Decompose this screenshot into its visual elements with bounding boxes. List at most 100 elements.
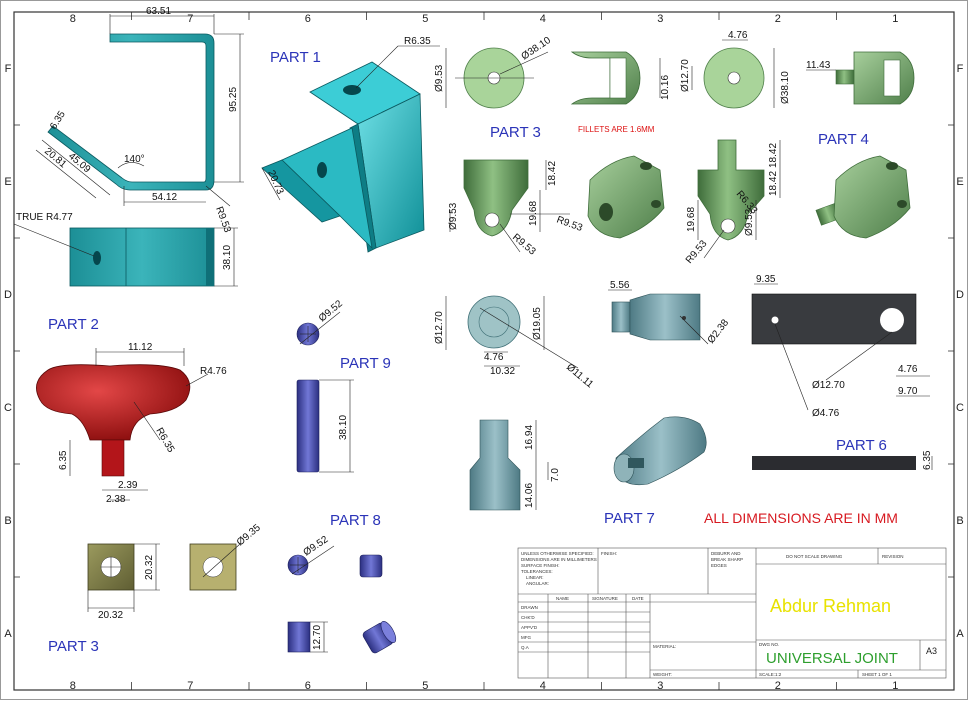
dim: 11.43	[806, 60, 831, 71]
border-col-label: 5	[422, 680, 428, 692]
fillets-note: FILLETS ARE 1.6MM	[578, 125, 655, 134]
part1-label: PART 1	[270, 49, 321, 66]
dim: 10.16	[660, 75, 671, 100]
dim: 18.42	[547, 161, 558, 186]
border-col-label: 4	[540, 13, 546, 25]
tb-date: DATE	[632, 596, 644, 601]
tb-row: DRAWN	[521, 605, 538, 610]
units-note: ALL DIMENSIONS ARE IN MM	[704, 510, 898, 526]
dim: 38.10	[338, 415, 349, 440]
part1-flat-view	[35, 14, 244, 207]
border-col-label: 7	[187, 680, 193, 692]
part7-views	[445, 289, 709, 511]
border-col-label: 6	[305, 680, 311, 692]
dim: 54.12	[152, 192, 177, 203]
dim: 16.94	[524, 425, 535, 450]
part8-views	[287, 545, 397, 654]
part6-label: PART 6	[836, 437, 887, 454]
part9-label: PART 9	[340, 355, 391, 372]
dim: 18.42	[768, 171, 779, 196]
tb-scale: SCALE:1:2	[759, 672, 782, 677]
dim: Ø12.70	[680, 59, 691, 92]
border-col-label: 3	[657, 13, 663, 25]
tb-material: MATERIAL:	[653, 644, 676, 649]
dim: 4.76	[728, 30, 748, 41]
border-row-label: B	[956, 515, 963, 527]
border-row-label: E	[4, 176, 11, 188]
border-col-label: 8	[70, 680, 76, 692]
dim: 2.38	[106, 494, 126, 505]
border-row-label: D	[956, 289, 964, 301]
part9-pin	[296, 311, 354, 473]
tb-edges: EDGES	[711, 563, 727, 568]
tb-row: CHK'D	[521, 615, 535, 620]
part3-views	[445, 47, 665, 253]
dim: Ø19.05	[532, 307, 543, 340]
tb-surface: SURFACE FINISH:	[521, 563, 560, 568]
tb-revision: REVISION	[882, 554, 904, 559]
dim: 95.25	[228, 87, 239, 112]
part2-bar	[13, 223, 238, 287]
dim: Ø9.53	[434, 64, 445, 92]
tb-unless: UNLESS OTHERWISE SPECIFIED:	[521, 551, 594, 556]
tb-dwg-no: DWG NO.	[759, 642, 779, 647]
tb-weight: WEIGHT:	[653, 672, 672, 677]
border-col-label: 7	[187, 13, 193, 25]
border-row-label: A	[956, 628, 964, 640]
dim: 5.56	[610, 280, 630, 291]
dim: 6.35	[58, 450, 69, 470]
part6-views	[751, 283, 933, 470]
part4-label: PART 4	[818, 131, 869, 148]
sheet-size: A3	[926, 646, 937, 656]
border-col-label: 1	[892, 13, 898, 25]
border-col-label: 6	[305, 13, 311, 25]
border-col-label: 3	[657, 680, 663, 692]
dim: Ø4.76	[812, 408, 840, 419]
tb-break: BREAK SHARP	[711, 557, 743, 562]
border-col-label: 2	[775, 13, 781, 25]
border-row-label: C	[4, 402, 12, 414]
border-col-label: 8	[70, 13, 76, 25]
tb-finish: FINISH:	[601, 551, 617, 556]
border-row-label: F	[5, 63, 12, 75]
drawing-title: UNIVERSAL JOINT	[766, 650, 898, 667]
part2-label: PART 2	[48, 316, 99, 333]
dim: Ø9.53	[744, 208, 755, 236]
border-row-label: C	[956, 402, 964, 414]
dim: Ø12.70	[812, 380, 845, 391]
part4-views	[691, 39, 915, 259]
author-name: Abdur Rehman	[770, 596, 891, 616]
dim: 2.39	[118, 480, 138, 491]
tb-name: NAME	[556, 596, 569, 601]
part1-isometric	[261, 45, 440, 253]
dim: 140°	[124, 154, 145, 165]
dim: 19.68	[528, 201, 539, 226]
dim: 20.32	[98, 610, 123, 621]
dim: 4.76	[484, 352, 504, 363]
dim: Ø38.10	[780, 71, 791, 104]
title-block-text: UNLESS OTHERWISE SPECIFIED: DIMENSIONS A…	[521, 551, 937, 677]
tb-dims: DIMENSIONS ARE IN MILLIMETERS	[521, 557, 597, 562]
red-handle	[36, 348, 209, 501]
tb-tolerances: TOLERANCES:	[521, 569, 553, 574]
border-col-label: 1	[892, 680, 898, 692]
dim: 19.68	[686, 207, 697, 232]
tb-deburr: DEBURR AND	[711, 551, 741, 556]
dim: R6.35	[404, 36, 431, 47]
dim: 9.70	[898, 386, 918, 397]
dim: TRUE R4.77	[16, 212, 73, 223]
dim: 10.32	[490, 366, 515, 377]
dim: 20.32	[144, 555, 155, 580]
border-row-label: D	[4, 289, 12, 301]
dim: 6.35	[922, 450, 933, 470]
tb-linear: LINEAR:	[526, 575, 544, 580]
border-row-label: E	[956, 176, 963, 188]
part8-label: PART 8	[330, 512, 381, 529]
tb-angular: ANGULAR:	[526, 581, 549, 586]
tb-row: Q.A	[521, 645, 529, 650]
dim: Ø9.53	[448, 202, 459, 230]
dim: Ø12.70	[434, 311, 445, 344]
part7-label: PART 7	[604, 510, 655, 527]
